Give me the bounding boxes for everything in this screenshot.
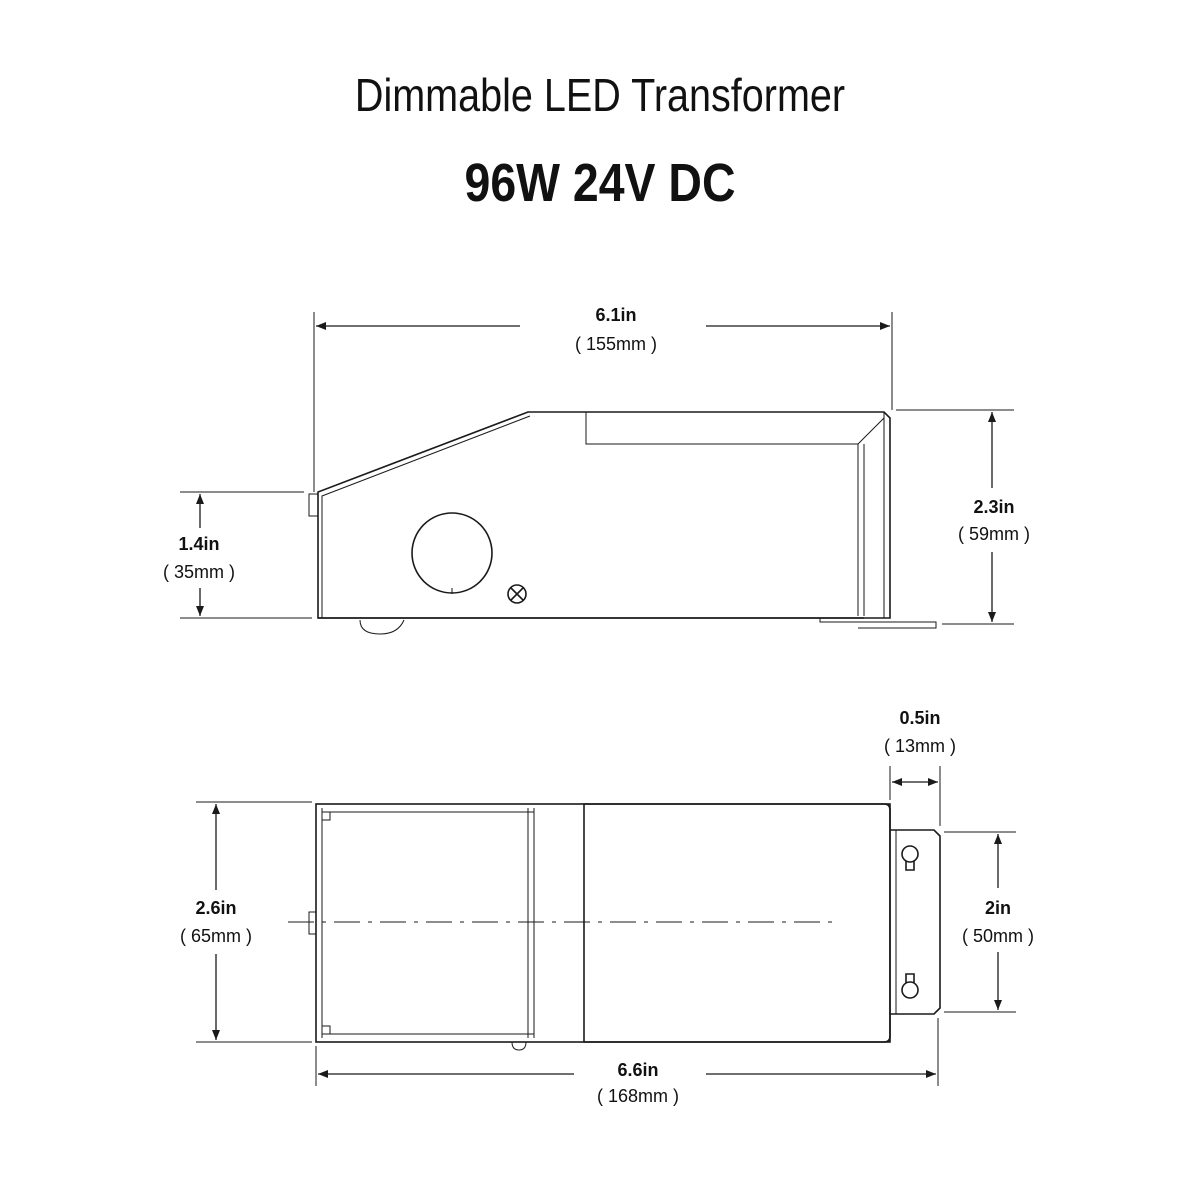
top-frame (321, 808, 535, 1038)
dim-side-front-height: 1.4in ( 35mm ) (163, 491, 312, 619)
ground-screw-icon (507, 584, 527, 604)
mount-bracket (890, 829, 941, 1015)
side-housing (317, 411, 891, 619)
dim-mount-spacing: 2in ( 50mm ) (944, 831, 1034, 1013)
side-height-in: 2.3in (973, 497, 1014, 517)
bracket-mm: ( 13mm ) (884, 736, 956, 756)
side-mount-tab (819, 618, 937, 629)
top-front-screw (308, 911, 317, 935)
page-title: Dimmable LED Transformer (354, 69, 846, 121)
dim-top-length: 6.6in ( 168mm ) (315, 1018, 939, 1106)
side-front-height-mm: ( 35mm ) (163, 562, 235, 582)
mount-spacing-mm: ( 50mm ) (962, 926, 1034, 946)
dim-bracket: 0.5in ( 13mm ) (884, 708, 956, 826)
top-view: 2.6in ( 65mm ) 6.6in ( 168mm ) 0.5in ( 1… (180, 708, 1034, 1106)
dim-side-width: 6.1in ( 155mm ) (313, 305, 893, 492)
side-front-height-in: 1.4in (178, 534, 219, 554)
keyhole-slot-icon (901, 845, 919, 871)
dim-top-width: 2.6in ( 65mm ) (180, 801, 312, 1043)
top-housing (315, 803, 891, 1043)
side-cover-panel (585, 412, 885, 618)
side-foot (359, 619, 405, 635)
side-width-in: 6.1in (595, 305, 636, 325)
dim-side-height: 2.3in ( 59mm ) (896, 409, 1030, 625)
side-front-screw (308, 493, 319, 517)
top-width-in: 2.6in (195, 898, 236, 918)
side-height-mm: ( 59mm ) (958, 524, 1030, 544)
top-width-mm: ( 65mm ) (180, 926, 252, 946)
mount-spacing-in: 2in (985, 898, 1011, 918)
bracket-in: 0.5in (899, 708, 940, 728)
side-width-mm: ( 155mm ) (575, 334, 657, 354)
page-subtitle: 96W 24V DC (464, 153, 736, 213)
top-cover (583, 803, 891, 1043)
top-length-in: 6.6in (617, 1060, 658, 1080)
top-length-mm: ( 168mm ) (597, 1086, 679, 1106)
knockout-hole (411, 512, 493, 594)
side-inner-edge (321, 415, 531, 618)
side-view: 6.1in ( 155mm ) 2.3in ( 59mm ) 1.4in ( 3… (163, 305, 1030, 635)
keyhole-slot-icon (901, 973, 919, 999)
